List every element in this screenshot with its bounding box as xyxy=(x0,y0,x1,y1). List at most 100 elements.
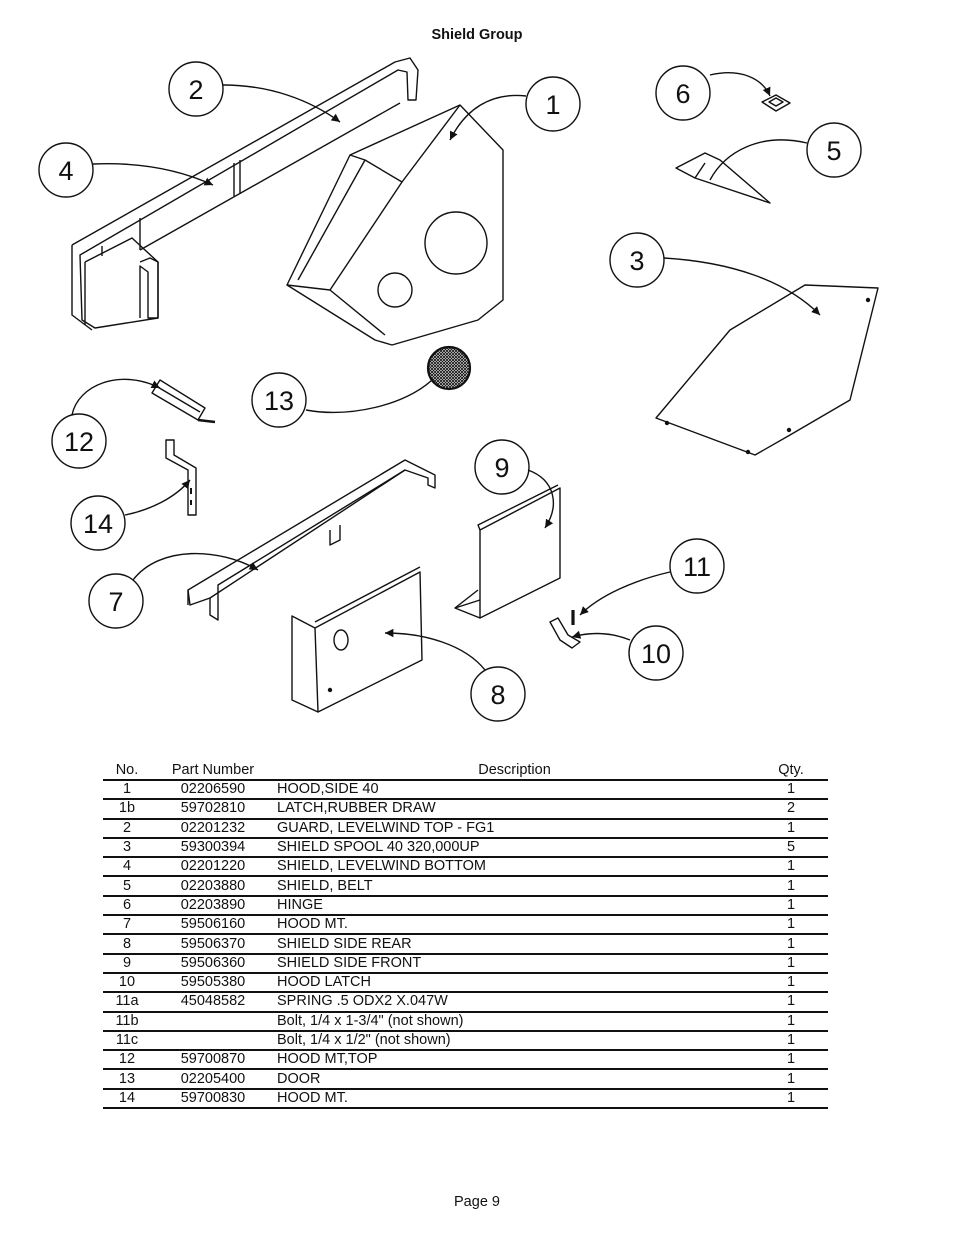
svg-text:2: 2 xyxy=(188,75,203,105)
callout-5: 5 xyxy=(709,122,862,181)
cell-qty: 1 xyxy=(754,895,828,917)
svg-text:14: 14 xyxy=(83,509,113,539)
table-header-row: No. Part Number Description Qty. xyxy=(103,760,828,781)
callout-4: 4 xyxy=(38,142,214,198)
header-no: No. xyxy=(103,760,151,781)
cell-description: LATCH,RUBBER DRAW xyxy=(275,799,754,820)
cell-no: 9 xyxy=(103,953,151,974)
cell-description: HOOD,SIDE 40 xyxy=(275,780,754,801)
cell-no: 8 xyxy=(103,934,151,955)
cell-part-number: 59700870 xyxy=(151,1050,275,1071)
part-3-spool-shield xyxy=(655,284,879,456)
part-13-door xyxy=(426,345,472,391)
part-2-4-levelwind-guard xyxy=(71,57,419,331)
cell-description: HOOD MT,TOP xyxy=(275,1050,754,1071)
callout-6: 6 xyxy=(655,65,771,121)
callout-2: 2 xyxy=(168,61,341,123)
cell-qty: 1 xyxy=(754,1030,828,1052)
part-9-shield-side-front xyxy=(454,484,561,619)
page-number: Page 9 xyxy=(454,1194,500,1210)
callout-9: 9 xyxy=(474,439,554,529)
cell-no: 2 xyxy=(103,818,151,839)
svg-text:10: 10 xyxy=(641,639,671,669)
svg-text:3: 3 xyxy=(629,246,644,276)
cell-part-number: 02201220 xyxy=(151,857,275,878)
cell-no: 11b xyxy=(103,1011,151,1032)
cell-part-number xyxy=(151,1030,275,1052)
cell-part-number: 02203890 xyxy=(151,895,275,917)
cell-no: 6 xyxy=(103,895,151,917)
cell-qty: 1 xyxy=(754,818,828,839)
svg-text:9: 9 xyxy=(494,453,509,483)
callout-7: 7 xyxy=(88,552,259,629)
cell-qty: 1 xyxy=(754,1088,828,1110)
cell-qty: 1 xyxy=(754,876,828,897)
cell-description: Bolt, 1/4 x 1-3/4" (not shown) xyxy=(275,1011,754,1032)
cell-qty: 1 xyxy=(754,972,828,994)
svg-text:1: 1 xyxy=(545,90,560,120)
callout-11: 11 xyxy=(579,538,725,616)
cell-description: HOOD MT. xyxy=(275,915,754,936)
cell-qty: 1 xyxy=(754,780,828,801)
cell-no: 11a xyxy=(103,992,151,1013)
cell-description: SHIELD SPOOL 40 320,000UP xyxy=(275,837,754,859)
part-12-hood-mount-top xyxy=(151,379,216,424)
callout-8: 8 xyxy=(384,628,526,722)
callout-1: 1 xyxy=(449,76,581,141)
cell-no: 12 xyxy=(103,1050,151,1071)
cell-part-number: 59702810 xyxy=(151,799,275,820)
cell-no: 3 xyxy=(103,837,151,859)
cell-part-number: 02201232 xyxy=(151,818,275,839)
part-5-belt-shield xyxy=(675,152,771,204)
cell-no: 14 xyxy=(103,1088,151,1110)
callout-13: 13 xyxy=(251,372,433,428)
cell-description: DOOR xyxy=(275,1069,754,1090)
cell-description: HINGE xyxy=(275,895,754,917)
cell-description: HOOD LATCH xyxy=(275,972,754,994)
cell-part-number: 02203880 xyxy=(151,876,275,897)
cell-part-number: 59506160 xyxy=(151,915,275,936)
header-part-number: Part Number xyxy=(151,760,275,781)
cell-description: SHIELD SIDE REAR xyxy=(275,934,754,955)
part-1-side-hood xyxy=(286,104,504,346)
cell-description: SPRING .5 ODX2 X.047W xyxy=(275,992,754,1013)
cell-description: SHIELD SIDE FRONT xyxy=(275,953,754,974)
cell-qty: 1 xyxy=(754,934,828,955)
cell-no: 11c xyxy=(103,1030,151,1052)
cell-part-number xyxy=(151,1011,275,1032)
header-description: Description xyxy=(275,760,754,781)
svg-text:11: 11 xyxy=(683,552,711,582)
cell-no: 1 xyxy=(103,780,151,801)
cell-no: 4 xyxy=(103,857,151,878)
part-6-hinge xyxy=(761,94,791,112)
callout-3: 3 xyxy=(609,232,821,316)
cell-no: 7 xyxy=(103,915,151,936)
cell-no: 10 xyxy=(103,972,151,994)
svg-text:6: 6 xyxy=(675,79,690,109)
callout-10: 10 xyxy=(571,625,684,681)
cell-part-number: 45048582 xyxy=(151,992,275,1013)
cell-description: SHIELD, BELT xyxy=(275,876,754,897)
cell-part-number: 59300394 xyxy=(151,837,275,859)
cell-part-number: 02205400 xyxy=(151,1069,275,1090)
cell-description: GUARD, LEVELWIND TOP - FG1 xyxy=(275,818,754,839)
cell-no: 13 xyxy=(103,1069,151,1090)
cell-qty: 1 xyxy=(754,1069,828,1090)
cell-part-number: 59505380 xyxy=(151,972,275,994)
part-8-shield-side-rear xyxy=(291,566,423,713)
part-7-hood-mount-channel xyxy=(187,459,436,621)
header-qty: Qty. xyxy=(754,760,828,781)
cell-qty: 1 xyxy=(754,857,828,878)
